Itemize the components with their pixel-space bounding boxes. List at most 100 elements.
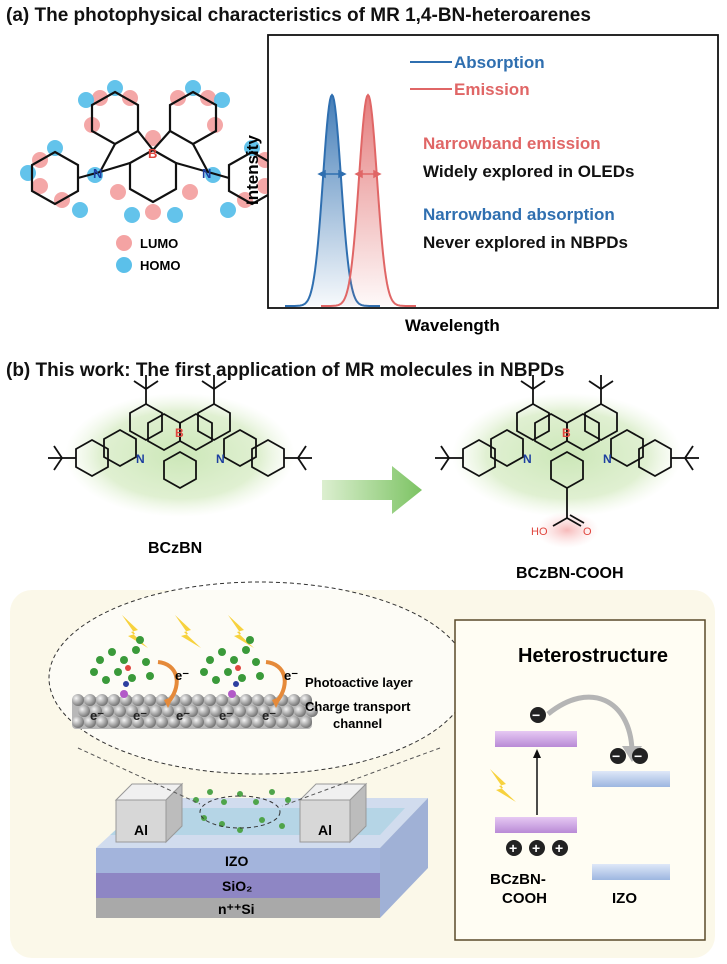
bczbn-cooh-structure: HO O B N N	[434, 374, 700, 548]
channel-atom	[288, 694, 300, 706]
channel-atom	[246, 705, 258, 717]
channel-atom	[258, 705, 270, 717]
channel-atom	[102, 705, 114, 717]
channel-atom	[120, 716, 132, 728]
channel-atom	[96, 694, 108, 706]
absorption-legend-label: Absorption	[454, 53, 545, 72]
channel-atom	[240, 694, 252, 706]
reaction-arrow	[322, 466, 422, 514]
channel-atom	[96, 716, 108, 728]
channel-atom	[84, 716, 96, 728]
channel-atom	[84, 694, 96, 706]
channel-atom	[192, 716, 204, 728]
emission-curve	[321, 93, 416, 307]
zoom-region-ellipse	[199, 795, 281, 829]
donor-label-line1: BCzBN-	[490, 871, 546, 888]
absorption-peak-fill	[285, 95, 380, 306]
channel-atom	[162, 705, 174, 717]
charge-minus-2: −	[612, 748, 620, 764]
bczbn-atom-n-left: N	[136, 452, 145, 466]
layer-si-label: n⁺⁺Si	[218, 901, 255, 917]
channel-atom	[114, 705, 126, 717]
channel-atom	[306, 705, 318, 717]
bczbn-cooh-atom-b: B	[562, 426, 571, 440]
heterostructure-light-bolt	[490, 769, 516, 802]
channel-atom	[126, 705, 138, 717]
electrode-right-label: Al	[318, 822, 332, 838]
cooh-ho-label: HO	[531, 526, 548, 538]
channel-label-line2: channel	[333, 716, 382, 731]
emission-legend-label: Emission	[454, 80, 530, 99]
channel-atom	[144, 716, 156, 728]
channel-atom	[216, 716, 228, 728]
layer-izo-label: IZO	[225, 853, 248, 869]
channel-atom	[294, 705, 306, 717]
electron-label-upper-1: e⁻	[175, 668, 189, 683]
emission-peak-fill	[321, 95, 416, 306]
channel-atom	[240, 716, 252, 728]
channel-atom	[132, 694, 144, 706]
channel-atom	[78, 705, 90, 717]
channel-atoms	[72, 694, 318, 728]
channel-atom	[204, 716, 216, 728]
channel-atom	[90, 705, 102, 717]
note-narrowband-absorption: Narrowband absorption	[423, 205, 615, 224]
absorption-fwhm-arrow	[317, 169, 347, 179]
channel-atom	[204, 694, 216, 706]
acceptor-lower-level	[592, 864, 670, 880]
acceptor-upper-level	[592, 771, 670, 787]
atom-n-left-label: N	[93, 166, 102, 181]
channel-atom	[72, 694, 84, 706]
bczbn-cooh-atom-n-right: N	[603, 452, 612, 466]
channel-atom	[72, 716, 84, 728]
note-nbpds: Never explored in NBPDs	[423, 233, 628, 252]
electron-transfer-arrow-2	[265, 660, 287, 702]
electron-label-channel-5: e⁻	[262, 708, 276, 723]
channel-atom	[108, 716, 120, 728]
atom-n-right-label: N	[202, 166, 211, 181]
electron-label-channel-1: e⁻	[90, 708, 104, 723]
channel-atom	[108, 694, 120, 706]
bczbn-cooh-atom-n-left: N	[523, 452, 532, 466]
channel-atom	[150, 705, 162, 717]
electrode-left-label: Al	[134, 822, 148, 838]
charge-minus-1: −	[532, 707, 540, 723]
photoactive-molecules	[90, 636, 264, 698]
bczbn-name: BCzBN	[148, 540, 202, 557]
electron-label-channel-2: e⁻	[133, 708, 147, 723]
electron-label-upper-2: e⁻	[284, 668, 298, 683]
cooh-o-label: O	[583, 526, 592, 538]
channel-atom	[264, 694, 276, 706]
channel-atom	[156, 694, 168, 706]
channel-atom	[252, 694, 264, 706]
channel-atom	[156, 716, 168, 728]
charge-plus-3: +	[555, 840, 563, 856]
channel-atom	[192, 694, 204, 706]
charge-plus-1: +	[509, 840, 517, 856]
channel-atom	[180, 694, 192, 706]
hole-charges	[506, 840, 568, 856]
lumo-legend-label: LUMO	[140, 236, 178, 251]
channel-atom	[300, 694, 312, 706]
y-axis-label: Intensity	[243, 135, 262, 205]
electrode-left	[114, 782, 184, 844]
channel-atom	[300, 716, 312, 728]
x-axis-label: Wavelength	[405, 316, 500, 335]
channel-atom	[174, 705, 186, 717]
note-oleds: Widely explored in OLEDs	[423, 162, 634, 181]
homo-legend-swatch	[116, 257, 132, 273]
channel-atom	[144, 694, 156, 706]
channel-atom	[132, 716, 144, 728]
panel-a-title: (a) The photophysical characteristics of…	[6, 5, 591, 26]
channel-atom	[282, 705, 294, 717]
channel-atom	[252, 716, 264, 728]
atom-b-label: B	[148, 146, 157, 161]
channel-atom	[168, 716, 180, 728]
electron-transfer-arrow-1	[157, 660, 179, 702]
charge-minus-3: −	[634, 748, 642, 764]
charge-plus-2: +	[532, 840, 540, 856]
light-bolts	[122, 615, 254, 648]
channel-atom	[288, 716, 300, 728]
